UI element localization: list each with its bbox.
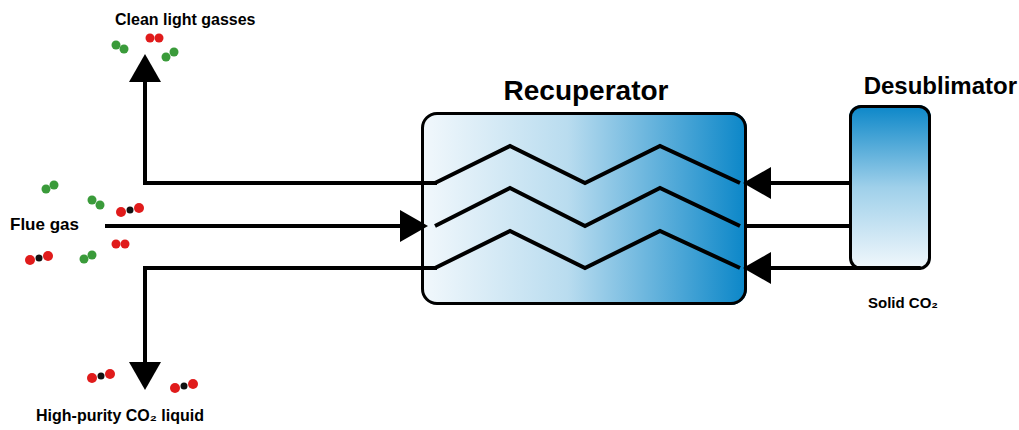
stream-label: Solid CO₂: [868, 294, 938, 311]
molecules: [25, 34, 198, 394]
zigzag-channel: [435, 146, 740, 183]
recuperator-fill: [421, 112, 747, 305]
node-heading: Recuperator: [504, 75, 669, 107]
node-heading: Desublimator: [864, 72, 1017, 100]
clean-gas-outlet: [145, 58, 437, 183]
outlet-label: Clean light gasses: [115, 11, 256, 29]
desublimator-vessel: Desublimator: [849, 105, 931, 270]
outlet-label: High-purity CO₂ liquid: [36, 407, 204, 425]
flow-connector: [747, 224, 849, 228]
zigzag-channel: [435, 188, 740, 226]
flow-connector: [747, 181, 849, 185]
inlet-label: Flue gas: [10, 215, 79, 235]
zigzag-channel: [435, 231, 740, 268]
liquid-co2-outlet: [145, 268, 437, 386]
desublimator-fill: [849, 105, 931, 270]
flue-gas-inlet: [105, 224, 424, 228]
recuperator-box: Recuperator: [421, 112, 747, 305]
